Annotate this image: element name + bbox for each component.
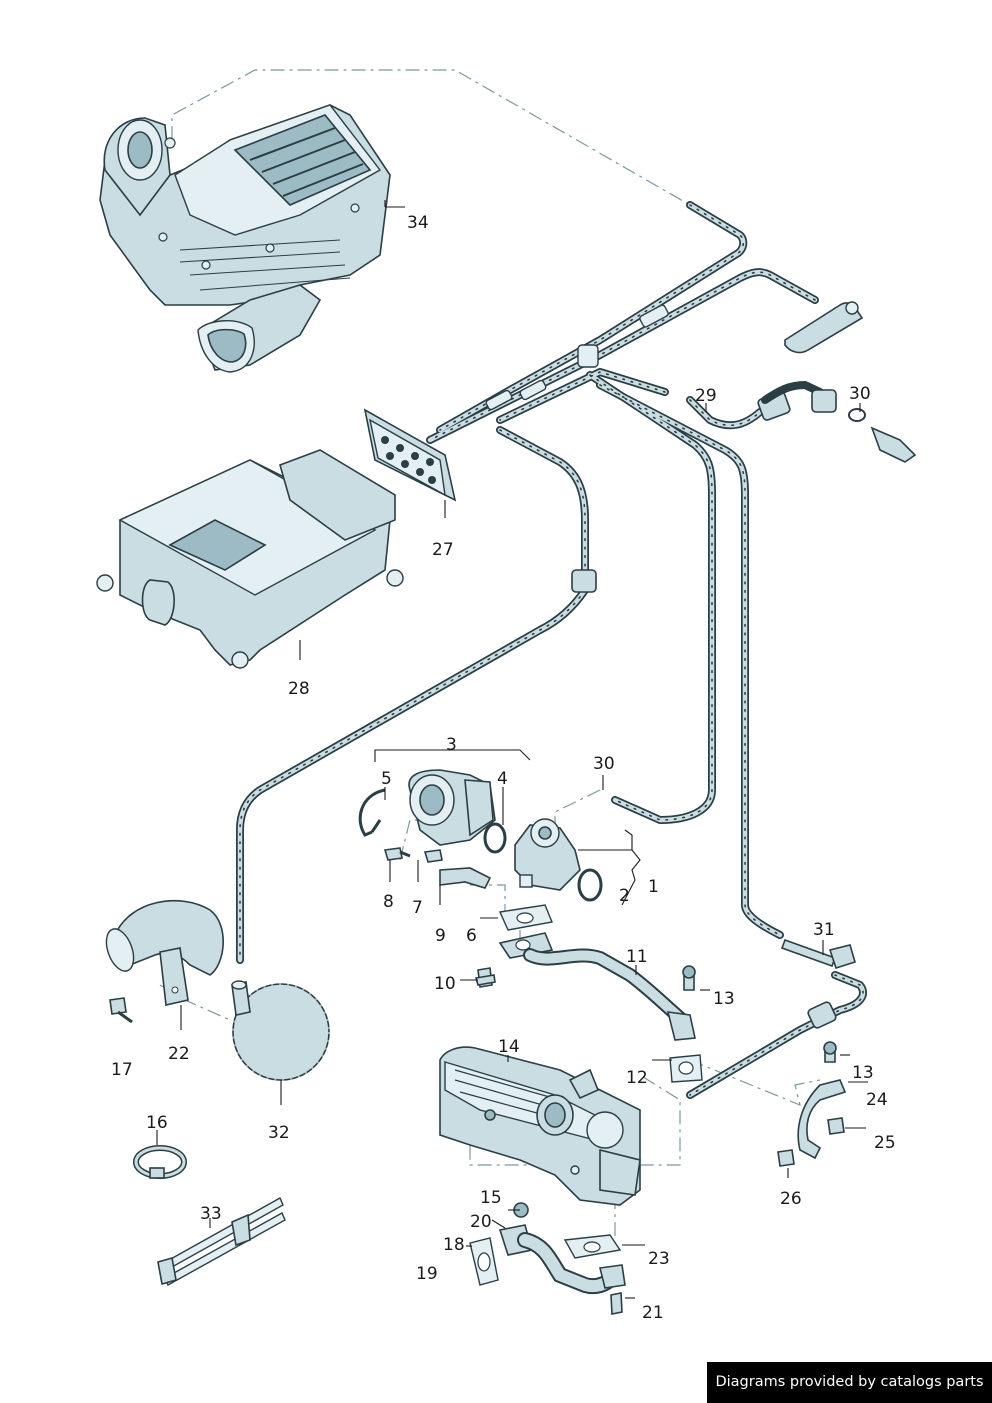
callout-34: 34 — [407, 213, 429, 233]
callout-16: 16 — [146, 1113, 168, 1133]
callout-9: 9 — [435, 926, 446, 946]
vacuum-reservoir — [231, 980, 330, 1081]
hose-segment-fill — [497, 427, 588, 578]
callout-12: 12 — [626, 1068, 648, 1088]
callout-13a: 13 — [713, 989, 735, 1009]
egr-cooler — [439, 1046, 641, 1315]
callout-14: 14 — [498, 1037, 520, 1057]
control-unit — [96, 449, 404, 669]
egr-valve-assembly — [358, 769, 703, 1083]
hose-segment-texture — [499, 371, 666, 421]
callout-5: 5 — [381, 769, 392, 789]
mounting-bracket — [777, 1041, 847, 1167]
callout-30b: 30 — [593, 754, 615, 774]
callout-30a: 30 — [849, 384, 871, 404]
callout-28: 28 — [288, 679, 310, 699]
credit-banner: Diagrams provided by catalogs parts — [707, 1362, 992, 1403]
callout-3: 3 — [446, 735, 457, 755]
callout-26: 26 — [780, 1189, 802, 1209]
vacuum-hose-bundle — [236, 201, 868, 1099]
callout-2: 2 — [619, 886, 630, 906]
hose-segment-texture — [589, 374, 713, 821]
sensor-bottom-right — [780, 938, 856, 969]
callout-32: 32 — [268, 1123, 290, 1143]
callout-7: 7 — [412, 898, 423, 918]
callout-20: 20 — [470, 1212, 492, 1232]
hose-segment-texture — [239, 589, 586, 961]
callout-18: 18 — [443, 1235, 465, 1255]
callout-24: 24 — [866, 1090, 888, 1110]
callout-10: 10 — [434, 974, 456, 994]
callout-8: 8 — [383, 892, 394, 912]
callout-19: 19 — [416, 1264, 438, 1284]
hose-segment-texture — [689, 399, 761, 427]
callout-6: 6 — [466, 926, 477, 946]
callout-22: 22 — [168, 1044, 190, 1064]
hose-segment-fill — [597, 382, 783, 938]
callout-17: 17 — [111, 1060, 133, 1080]
intake-elbow — [105, 899, 224, 1024]
callout-11: 11 — [626, 947, 648, 967]
callout-numbers: 1 2 3 4 5 6 7 8 9 10 11 12 13 13 14 15 1… — [111, 213, 896, 1323]
callout-1: 1 — [648, 877, 659, 897]
hose-segment-texture — [499, 429, 586, 576]
callout-27: 27 — [432, 540, 454, 560]
cable-tie — [157, 1197, 286, 1286]
callout-15: 15 — [480, 1188, 502, 1208]
hose-clamp — [133, 1145, 187, 1179]
hose-segment-texture — [429, 271, 816, 441]
callout-4: 4 — [497, 769, 508, 789]
connector-block — [363, 408, 457, 502]
callout-29: 29 — [695, 386, 717, 406]
hose-segment-texture — [439, 204, 745, 431]
leader-lines — [156, 200, 868, 1299]
hose-segment-texture — [599, 384, 781, 936]
air-filter-housing — [99, 104, 391, 373]
callout-31: 31 — [813, 920, 835, 940]
hose-segment-texture — [689, 974, 864, 1096]
pressure-sensor-top — [757, 301, 917, 463]
callout-23: 23 — [648, 1249, 670, 1269]
callout-33: 33 — [200, 1204, 222, 1224]
hose-segment — [596, 381, 784, 939]
callout-13b: 13 — [852, 1063, 874, 1083]
callout-25: 25 — [874, 1133, 896, 1153]
callout-21: 21 — [642, 1303, 664, 1323]
